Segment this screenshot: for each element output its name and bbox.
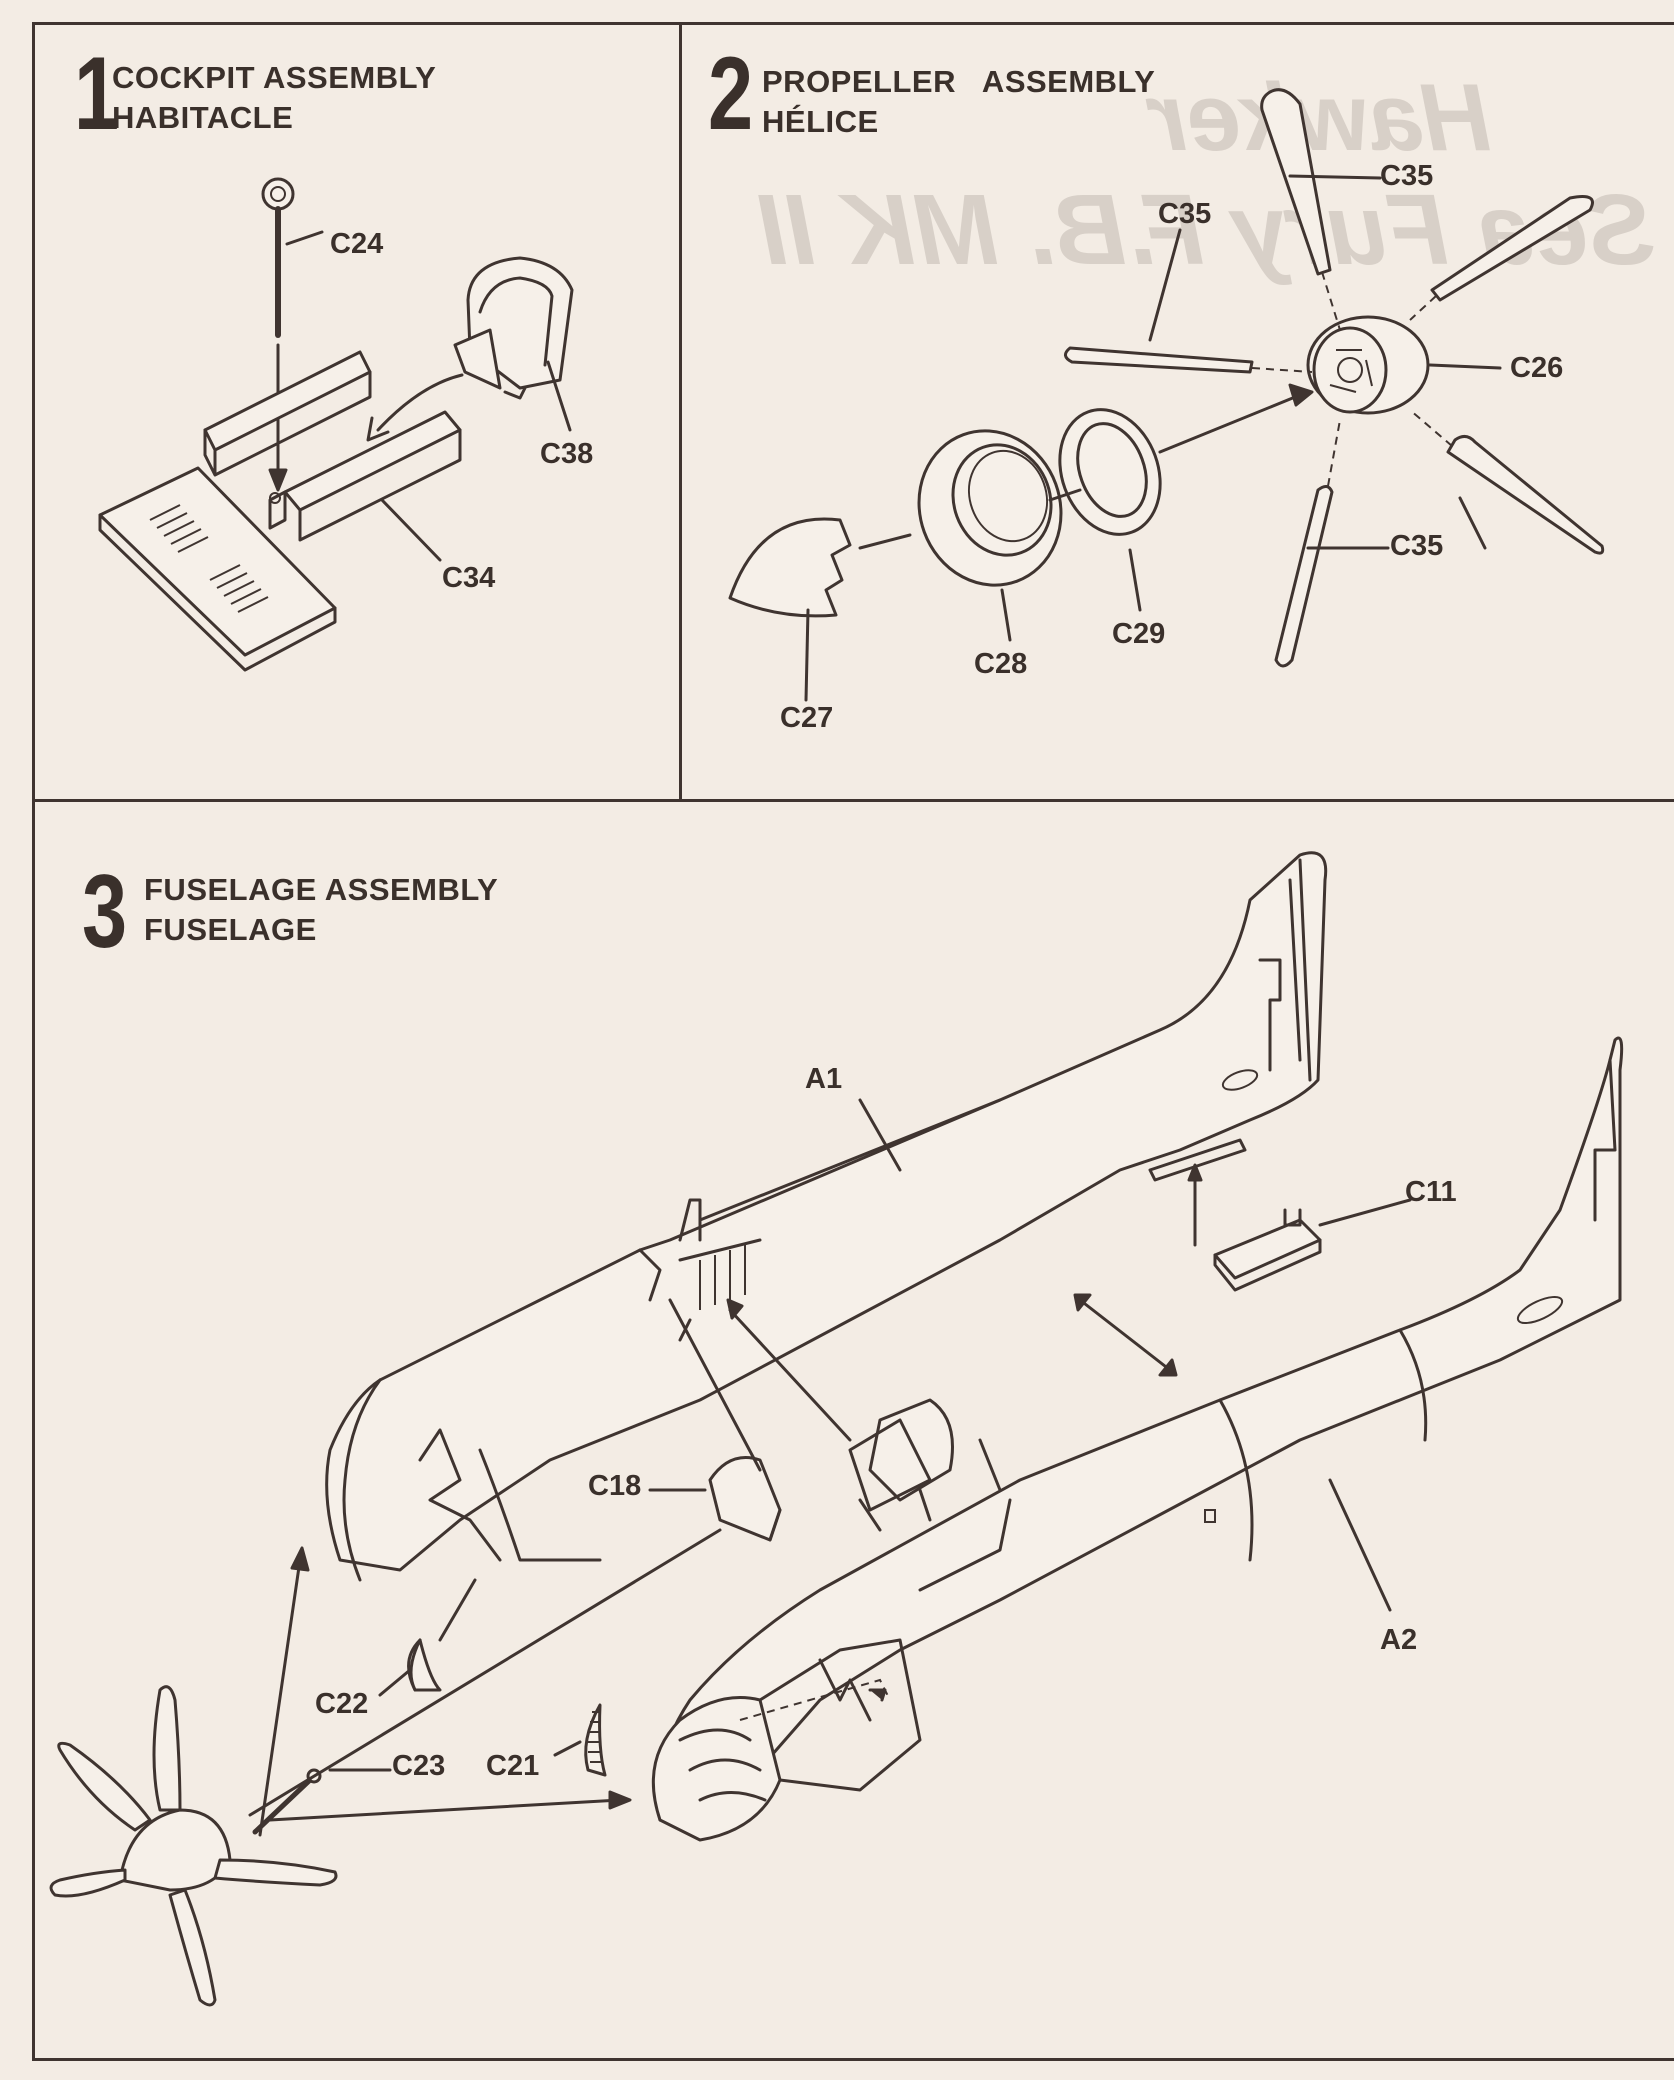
part-label-c34: C34 xyxy=(442,562,496,594)
part-label-c35-left: C35 xyxy=(1158,198,1212,230)
part-label-c35-top: C35 xyxy=(1380,160,1434,192)
part-label-c38: C38 xyxy=(540,438,594,470)
part-label-a1: A1 xyxy=(805,1063,843,1095)
step-number: 3 xyxy=(82,854,128,970)
part-label-c29: C29 xyxy=(1112,618,1166,650)
part-label-a2: A2 xyxy=(1380,1624,1418,1656)
part-label-c23: C23 xyxy=(392,1750,446,1782)
part-label-c35-bottom: C35 xyxy=(1390,530,1444,562)
part-label-c21: C21 xyxy=(486,1750,540,1782)
part-label-c11: C11 xyxy=(1405,1176,1457,1208)
part-label-c26: C26 xyxy=(1510,352,1564,384)
step-title-en: COCKPIT ASSEMBLY xyxy=(112,60,437,95)
part-label-c22: C22 xyxy=(315,1688,369,1720)
step-title-fr: FUSELAGE xyxy=(144,912,317,947)
part-label-c28: C28 xyxy=(974,648,1028,680)
step-title-fr: HABITACLE xyxy=(112,100,294,135)
part-label-c18: C18 xyxy=(588,1470,642,1502)
step-title-fr: HÉLICE xyxy=(762,104,879,139)
part-label-c24: C24 xyxy=(330,228,384,260)
step-title-en: FUSELAGE ASSEMBLY xyxy=(144,872,499,907)
propeller-drawing xyxy=(728,88,1605,702)
panel-frame-step3 xyxy=(32,799,1674,2061)
cockpit-drawing xyxy=(98,177,574,672)
part-label-c27: C27 xyxy=(780,702,834,734)
step-number: 2 xyxy=(708,36,754,152)
step-number: 1 xyxy=(74,36,120,152)
step-title-en: PROPELLER ASSEMBLY xyxy=(762,64,1156,99)
